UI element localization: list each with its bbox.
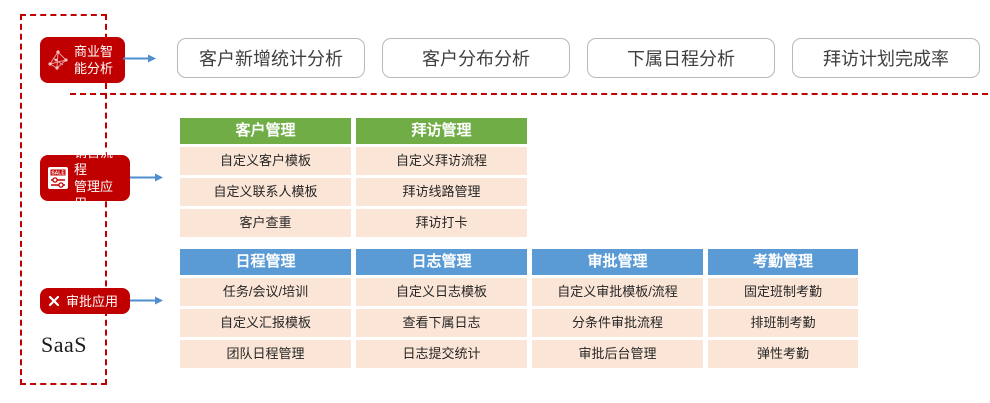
card-item[interactable]: 审批后台管理	[532, 340, 703, 368]
card-item[interactable]: 固定班制考勤	[708, 278, 858, 306]
card-item[interactable]: 自定义审批模板/流程	[532, 278, 703, 306]
card-attendance-management: 考勤管理 固定班制考勤 排班制考勤 弹性考勤	[708, 249, 858, 368]
tab-customer-distribution-analysis[interactable]: 客户分布分析	[382, 38, 570, 78]
tab-label: 下属日程分析	[627, 49, 735, 69]
badge-label: 商业智 能分析	[74, 44, 114, 76]
card-item[interactable]: 拜访线路管理	[356, 178, 527, 206]
badge-approval-app[interactable]: 审批应用	[40, 288, 130, 314]
card-item[interactable]: 自定义客户模板	[180, 147, 351, 175]
arrow-approval-to-cards	[130, 296, 163, 305]
card-item[interactable]: 自定义拜访流程	[356, 147, 527, 175]
card-item[interactable]: 弹性考勤	[708, 340, 858, 368]
card-item[interactable]: 排班制考勤	[708, 309, 858, 337]
card-item[interactable]: 团队日程管理	[180, 340, 351, 368]
badge-sales-process-app[interactable]: SALE 销售流程 管理应用	[40, 145, 130, 211]
card-item[interactable]: 自定义汇报模板	[180, 309, 351, 337]
card-title: 审批管理	[532, 249, 703, 275]
card-log-management: 日志管理 自定义日志模板 查看下属日志 日志提交统计	[356, 249, 527, 368]
cross-check-icon	[47, 294, 61, 308]
card-visit-management: 拜访管理 自定义拜访流程 拜访线路管理 拜访打卡	[356, 118, 527, 237]
card-item[interactable]: 自定义联系人模板	[180, 178, 351, 206]
sale-tag-icon: SALE	[45, 164, 71, 192]
saas-label: SaaS	[41, 332, 87, 357]
tab-customer-growth-analysis[interactable]: 客户新增统计分析	[177, 38, 365, 78]
badge-label: 销售流程 管理应用	[74, 145, 114, 211]
tab-subordinate-schedule-analysis[interactable]: 下属日程分析	[587, 38, 775, 78]
arrow-bi-to-tabs	[123, 54, 156, 63]
card-title: 日志管理	[356, 249, 527, 275]
card-item[interactable]: 自定义日志模板	[356, 278, 527, 306]
tab-visit-plan-completion-rate[interactable]: 拜访计划完成率	[792, 38, 980, 78]
card-title: 客户管理	[180, 118, 351, 144]
card-schedule-management: 日程管理 任务/会议/培训 自定义汇报模板 团队日程管理	[180, 249, 351, 368]
card-item[interactable]: 客户查重	[180, 209, 351, 237]
tab-label: 客户分布分析	[422, 49, 530, 69]
card-title: 考勤管理	[708, 249, 858, 275]
card-item[interactable]: 分条件审批流程	[532, 309, 703, 337]
tab-label: 拜访计划完成率	[823, 49, 949, 69]
card-item[interactable]: 拜访打卡	[356, 209, 527, 237]
card-title: 日程管理	[180, 249, 351, 275]
card-item[interactable]: 日志提交统计	[356, 340, 527, 368]
card-title: 拜访管理	[356, 118, 527, 144]
badge-label: 审批应用	[66, 293, 119, 309]
card-approval-management: 审批管理 自定义审批模板/流程 分条件审批流程 审批后台管理	[532, 249, 703, 368]
svg-text:SALE: SALE	[51, 171, 65, 177]
card-customer-management: 客户管理 自定义客户模板 自定义联系人模板 客户查重	[180, 118, 351, 237]
network-graph-icon	[45, 47, 71, 73]
card-item[interactable]: 查看下属日志	[356, 309, 527, 337]
dashed-divider	[70, 93, 988, 95]
badge-business-intelligence[interactable]: 商业智 能分析	[40, 37, 125, 83]
card-item[interactable]: 任务/会议/培训	[180, 278, 351, 306]
arrow-sales-to-cards	[130, 173, 163, 182]
tab-label: 客户新增统计分析	[199, 49, 343, 69]
